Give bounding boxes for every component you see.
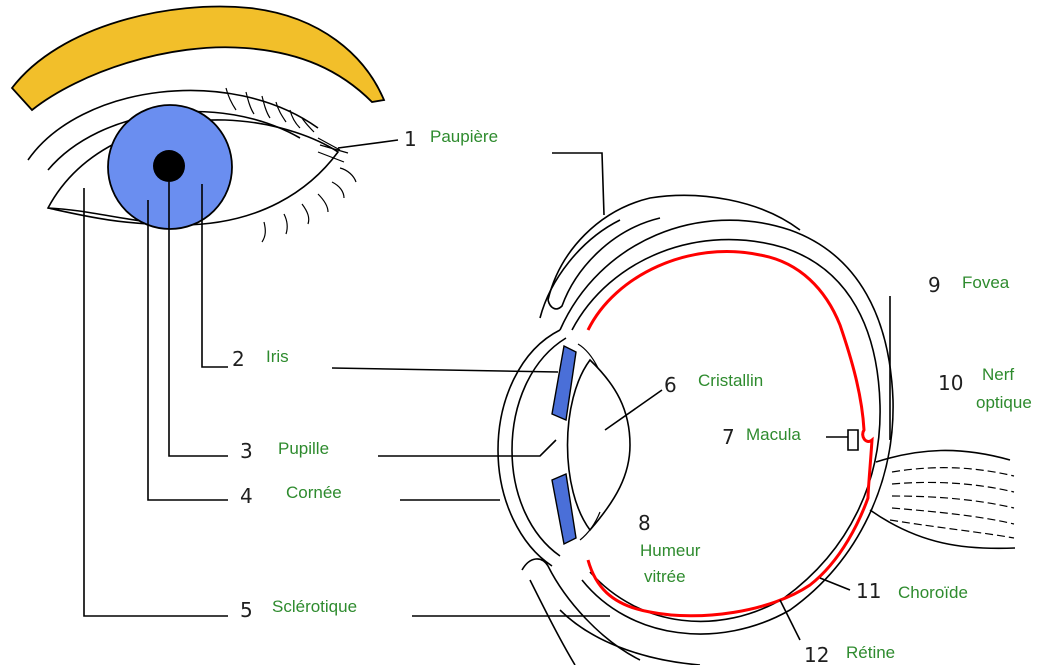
front-eye bbox=[12, 7, 384, 242]
label-choroide-text: Choroïde bbox=[898, 583, 968, 602]
label-choroide-num: 11 bbox=[856, 579, 881, 603]
optic-nerve-fibers bbox=[890, 468, 1014, 538]
macula-marker bbox=[848, 430, 858, 450]
leader-cristallin bbox=[605, 390, 662, 430]
label-retine-num: 12 bbox=[804, 643, 829, 665]
label-iris-num: 2 bbox=[232, 347, 245, 371]
label-nerf-text: Nerf bbox=[982, 365, 1014, 384]
label-nerf-text2: optique bbox=[976, 393, 1032, 412]
label-cornee-text: Cornée bbox=[286, 483, 342, 502]
label-paupiere-text: Paupière bbox=[430, 127, 498, 146]
label-pupille-num: 3 bbox=[240, 439, 253, 463]
iris-section-upper bbox=[552, 346, 576, 420]
labels: 1 Paupière 2 Iris 3 Pupille 4 Cornée 5 S… bbox=[232, 127, 1032, 665]
eyebrow bbox=[12, 7, 384, 110]
cornea-section bbox=[498, 330, 560, 566]
leader-sclerotique bbox=[84, 188, 610, 616]
label-fovea-num: 9 bbox=[928, 273, 941, 297]
lens bbox=[568, 360, 631, 530]
label-cristallin-text: Cristallin bbox=[698, 371, 763, 390]
label-retine-text: Rétine bbox=[846, 643, 895, 662]
lower-eyelid-section bbox=[522, 559, 640, 660]
label-humeur-text2: vitrée bbox=[644, 567, 686, 586]
optic-nerve bbox=[870, 450, 1015, 548]
label-cornee-num: 4 bbox=[240, 484, 253, 508]
leader-paupiere bbox=[338, 140, 604, 215]
label-cristallin-num: 6 bbox=[664, 373, 677, 397]
label-sclerotique-text: Sclérotique bbox=[272, 597, 357, 616]
label-macula-num: 7 bbox=[722, 425, 735, 449]
label-fovea-text: Fovea bbox=[962, 273, 1010, 292]
leader-retine bbox=[780, 600, 800, 640]
lower-eyelashes bbox=[262, 168, 356, 242]
label-humeur-num: 8 bbox=[638, 511, 651, 535]
pupil bbox=[153, 150, 185, 182]
leader-pupille bbox=[169, 182, 556, 456]
label-sclerotique-num: 5 bbox=[240, 598, 253, 622]
leader-choroide bbox=[820, 578, 850, 590]
label-paupiere-num: 1 bbox=[404, 127, 417, 151]
label-pupille-text: Pupille bbox=[278, 439, 329, 458]
label-nerf-num: 10 bbox=[938, 371, 963, 395]
label-iris-text: Iris bbox=[266, 347, 289, 366]
label-humeur-text: Humeur bbox=[640, 541, 701, 560]
label-macula-text: Macula bbox=[746, 425, 801, 444]
iris-section-lower bbox=[552, 474, 576, 544]
